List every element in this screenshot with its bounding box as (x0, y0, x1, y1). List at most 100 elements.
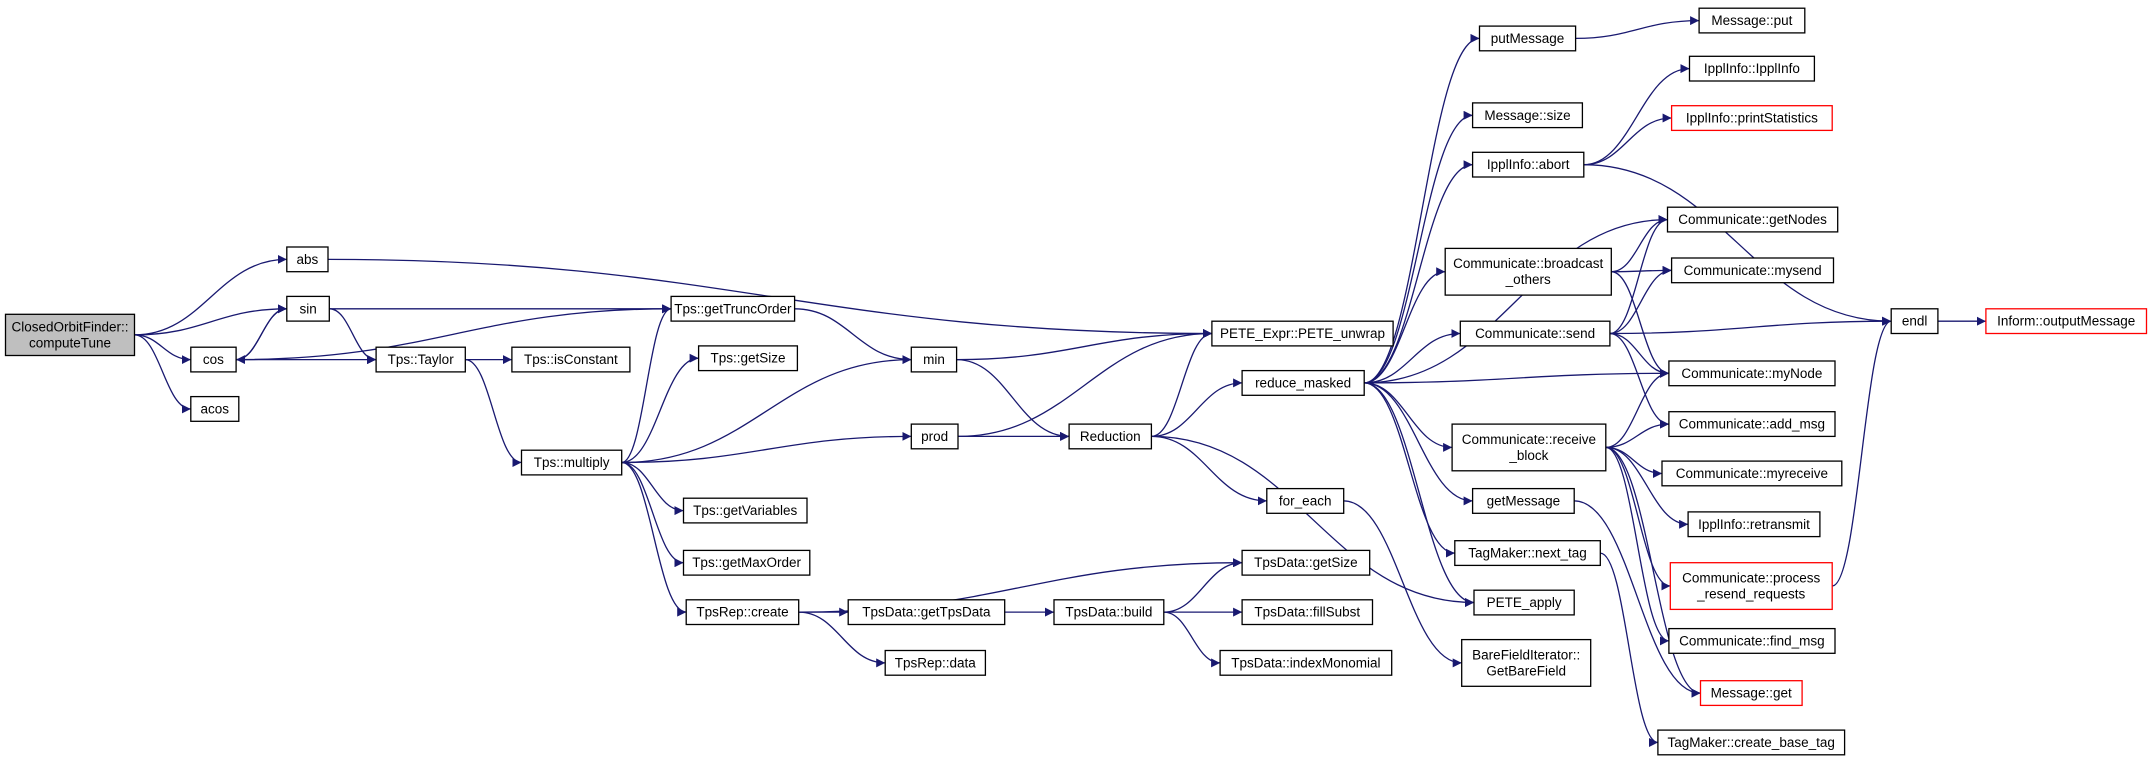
function-node-taylor[interactable]: Tps::Taylor (375, 346, 466, 373)
node-label: Tps::getSize (710, 351, 785, 366)
function-node-create-base-tag[interactable]: TagMaker::create_base_tag (1657, 729, 1846, 756)
function-node-get-bare-field[interactable]: BareFieldIterator::GetBareField (1461, 638, 1592, 687)
function-node-tps-rep-data[interactable]: TpsRep::data (884, 649, 987, 676)
function-node-output-message[interactable]: Inform::outputMessage (1985, 308, 2148, 335)
node-label: Tps::getVariables (693, 503, 797, 518)
function-node-find-msg[interactable]: Communicate::find_msg (1668, 627, 1836, 654)
function-node-tps-rep-create[interactable]: TpsRep::create (685, 599, 800, 626)
function-node-get-message[interactable]: getMessage (1471, 487, 1575, 514)
edge-multiply-to-get-variables (621, 461, 684, 516)
node-box (190, 346, 237, 373)
edge-reduce-masked-to-my-node (1364, 368, 1669, 384)
node-box (1666, 206, 1839, 233)
root-function-node: ClosedOrbitFinder::computeTune (4, 313, 136, 357)
function-node-abs[interactable]: abs (286, 246, 329, 273)
node-label: Tps::isConstant (524, 352, 618, 367)
edge-reduce-masked-to-pete-apply (1364, 382, 1475, 607)
function-node-put-message[interactable]: putMessage (1478, 25, 1577, 52)
function-node-message-size[interactable]: Message::size (1471, 102, 1584, 129)
node-box (1219, 649, 1393, 676)
function-node-add-msg[interactable]: Communicate::add_msg (1668, 411, 1836, 438)
function-node-get-trunc-order[interactable]: Tps::getTruncOrder (670, 295, 796, 322)
edges-layer (134, 16, 1986, 747)
function-node-get-nodes[interactable]: Communicate::getNodes (1666, 206, 1839, 233)
function-node-tps-get-size[interactable]: Tps::getSize (697, 345, 799, 372)
function-node-get-tps-data[interactable]: TpsData::getTpsData (847, 599, 1006, 626)
node-box (910, 346, 958, 373)
node-box (190, 395, 240, 422)
function-node-retransmit[interactable]: IpplInfo::retransmit (1687, 511, 1821, 538)
function-node-endl[interactable]: endl (1890, 308, 1939, 335)
node-label: TagMaker::create_base_tag (1668, 735, 1835, 750)
node-box (685, 599, 800, 626)
node-box (1668, 627, 1836, 654)
edge-reduce-masked-to-receive-block (1364, 382, 1453, 452)
function-node-pete-apply[interactable]: PETE_apply (1473, 589, 1575, 616)
function-node-reduce-masked[interactable]: reduce_masked (1241, 369, 1365, 396)
node-label: Message::size (1484, 108, 1570, 123)
node-box (1670, 257, 1835, 284)
node-label: IpplInfo::printStatistics (1686, 111, 1818, 126)
function-node-min[interactable]: min (910, 346, 958, 373)
function-node-receive-block[interactable]: Communicate::receive_block (1451, 423, 1607, 472)
edge-receive-block-to-message-get (1605, 446, 1701, 698)
node-label: Communicate::add_msg (1679, 417, 1825, 432)
function-node-ippl-info-ctor[interactable]: IpplInfo::IpplInfo (1688, 55, 1816, 82)
node-label: TagMaker::next_tag (1468, 546, 1587, 561)
edge-cos-to-sin (236, 304, 287, 361)
function-node-process-resend[interactable]: Communicate::process_resend_requests (1669, 562, 1833, 611)
function-node-ippl-abort[interactable]: IpplInfo::abort (1471, 151, 1585, 178)
node-box (910, 423, 959, 450)
edge-min-to-pete-unwrap (956, 329, 1212, 361)
function-node-mysend[interactable]: Communicate::mysend (1670, 257, 1835, 284)
edge-reduce-masked-to-get-nodes (1364, 215, 1668, 384)
node-box (697, 345, 799, 372)
edge-comm-send-to-get-nodes (1609, 215, 1668, 335)
node-label: _block (1508, 448, 1548, 463)
function-node-my-node[interactable]: Communicate::myNode (1668, 360, 1836, 387)
node-label: _resend_requests (1696, 587, 1805, 602)
edge-broadcast-others-to-mysend (1611, 265, 1672, 275)
edge-cos-to-get-trunc-order (236, 304, 672, 361)
function-node-print-statistics[interactable]: IpplInfo::printStatistics (1670, 105, 1833, 132)
function-node-tps-data-build[interactable]: TpsData::build (1053, 599, 1165, 626)
function-node-for-each[interactable]: for_each (1266, 487, 1345, 514)
function-node-next-tag[interactable]: TagMaker::next_tag (1454, 540, 1601, 567)
function-node-cos[interactable]: cos (190, 346, 237, 373)
function-node-message-get[interactable]: Message::get (1699, 680, 1803, 707)
function-node-is-constant[interactable]: Tps::isConstant (511, 346, 631, 373)
edge-prod-to-pete-unwrap (957, 329, 1212, 438)
node-box (1657, 729, 1846, 756)
function-node-sin[interactable]: sin (286, 295, 330, 322)
node-box (1444, 247, 1612, 296)
edge-get-trunc-order-to-min (794, 308, 912, 365)
node-box (682, 549, 811, 576)
node-label: Communicate::send (1475, 326, 1595, 341)
node-label: TpsRep::create (696, 605, 788, 620)
node-label: Communicate::myreceive (1676, 466, 1828, 481)
function-node-message-put[interactable]: Message::put (1698, 7, 1806, 34)
node-label: TpsData::build (1065, 605, 1152, 620)
function-node-pete-unwrap[interactable]: PETE_Expr::PETE_unwrap (1211, 320, 1394, 347)
edge-receive-block-to-find-msg (1605, 446, 1670, 646)
node-box (1241, 599, 1374, 626)
function-node-index-monomial[interactable]: TpsData::indexMonomial (1219, 649, 1393, 676)
function-node-fill-subst[interactable]: TpsData::fillSubst (1241, 599, 1374, 626)
function-node-broadcast-others[interactable]: Communicate::broadcast_others (1444, 247, 1612, 296)
node-box (375, 346, 466, 373)
function-node-get-variables[interactable]: Tps::getVariables (682, 497, 808, 524)
function-node-tps-data-get-size[interactable]: TpsData::getSize (1241, 549, 1371, 576)
edge-comm-send-to-mysend (1609, 265, 1672, 335)
function-node-acos[interactable]: acos (190, 395, 240, 422)
function-node-get-max-order[interactable]: Tps::getMaxOrder (682, 549, 811, 576)
function-node-multiply[interactable]: Tps::multiply (520, 449, 623, 476)
function-node-comm-send[interactable]: Communicate::send (1459, 320, 1611, 347)
edge-root-to-abs (134, 254, 287, 336)
edge-put-message-to-message-put (1575, 16, 1700, 40)
function-node-reduction[interactable]: Reduction (1068, 423, 1153, 450)
edge-reduce-masked-to-get-message (1364, 382, 1473, 506)
function-node-prod[interactable]: prod (910, 423, 959, 450)
node-label: prod (921, 429, 948, 444)
function-node-myreceive[interactable]: Communicate::myreceive (1661, 460, 1843, 487)
